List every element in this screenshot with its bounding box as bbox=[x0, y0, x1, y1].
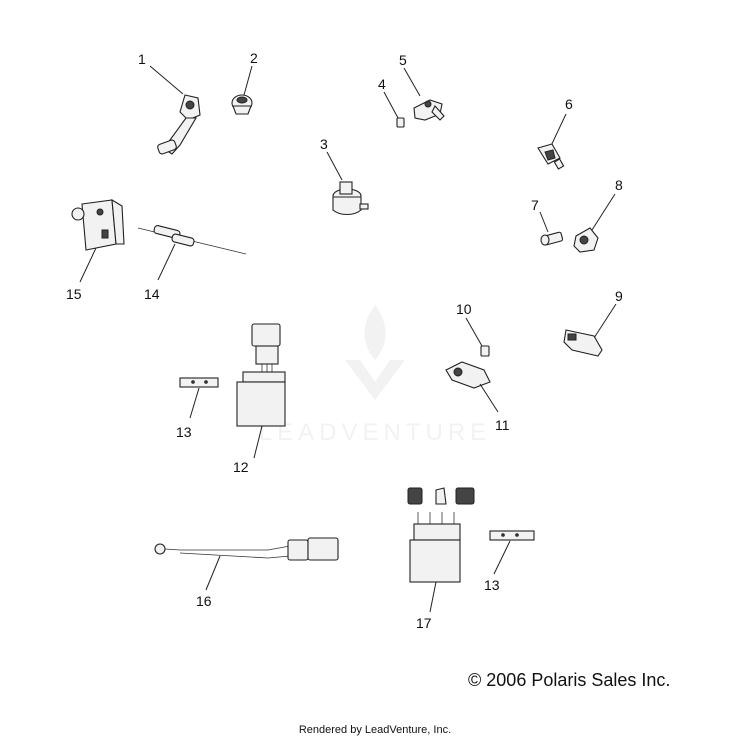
part-1-sensor bbox=[149, 65, 201, 155]
callout-3: 3 bbox=[320, 136, 328, 152]
part-8-sensor bbox=[573, 193, 616, 253]
callout-13-lower: 13 bbox=[484, 577, 500, 593]
copyright-notice: © 2006 Polaris Sales Inc. bbox=[468, 670, 670, 691]
part-12-relay bbox=[236, 323, 286, 459]
flame-logo-icon bbox=[345, 305, 405, 400]
callout-5: 5 bbox=[399, 52, 407, 68]
callout-17: 17 bbox=[416, 615, 432, 631]
callout-9: 9 bbox=[615, 288, 623, 304]
callout-15: 15 bbox=[66, 286, 82, 302]
callout-11: 11 bbox=[495, 417, 510, 433]
part-10-screw bbox=[465, 317, 490, 357]
part-7-bolt bbox=[539, 211, 564, 246]
callout-2: 2 bbox=[250, 50, 258, 66]
part-17-relay bbox=[407, 487, 475, 613]
callout-10: 10 bbox=[456, 301, 472, 317]
leadventure-watermark: LEADVENTURE bbox=[259, 305, 491, 446]
part-13-strip-upper bbox=[179, 377, 219, 419]
callout-1: 1 bbox=[138, 51, 146, 67]
callout-16: 16 bbox=[196, 593, 212, 609]
watermark-text: LEADVENTURE bbox=[259, 419, 491, 446]
part-16-harness bbox=[154, 537, 339, 591]
callout-8: 8 bbox=[615, 177, 623, 193]
callout-4: 4 bbox=[378, 76, 386, 92]
part-11-sensor bbox=[445, 361, 499, 413]
part-13-strip-lower bbox=[489, 530, 535, 575]
footer-credit: Rendered by LeadVenture, Inc. bbox=[298, 724, 452, 736]
part-2-sensor bbox=[231, 65, 253, 115]
callout-7: 7 bbox=[531, 197, 539, 213]
part-6-sensor bbox=[537, 113, 567, 170]
copyright-text: 2006 Polaris Sales Inc. bbox=[486, 670, 671, 690]
part-15-module bbox=[71, 198, 125, 283]
callout-13-upper: 13 bbox=[176, 424, 192, 440]
callout-14: 14 bbox=[144, 286, 160, 302]
part-14-wire bbox=[137, 225, 247, 281]
callout-12: 12 bbox=[233, 459, 249, 475]
part-4-screw bbox=[383, 91, 405, 128]
part-3-pressure-regulator bbox=[326, 151, 369, 216]
callout-6: 6 bbox=[565, 96, 573, 112]
part-9-sensor bbox=[563, 303, 617, 357]
copyright-symbol: © bbox=[468, 670, 482, 690]
part-5-sensor bbox=[403, 67, 445, 121]
